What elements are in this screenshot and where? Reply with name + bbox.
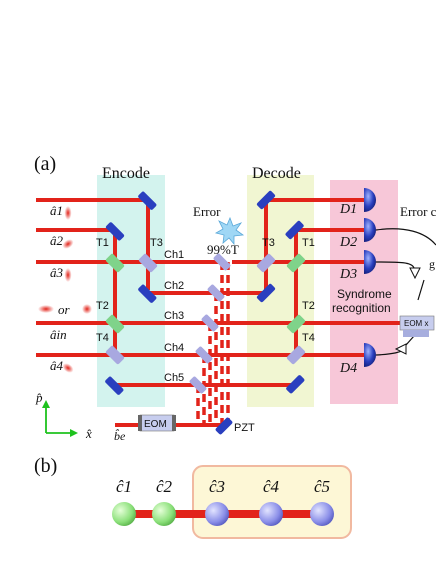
panel-b-label: (b): [34, 455, 57, 477]
mode-label-c4: ĉ4: [263, 477, 280, 496]
mode-label-c1: ĉ1: [116, 477, 132, 496]
splitter-t4-left: [105, 345, 125, 365]
t3-left-label: T3: [150, 237, 163, 249]
eom-x-box: EOM x: [399, 315, 435, 337]
highlight-box: [192, 465, 352, 539]
mirror-encode-top: [138, 191, 157, 210]
detector-label-d1: D1: [339, 202, 357, 217]
error-label: Error: [193, 204, 221, 219]
mode-label-c3: ĉ3: [209, 477, 225, 496]
t3-right-label: T3: [262, 237, 275, 249]
pickoff-ch3: [201, 314, 219, 332]
detectors: [364, 188, 376, 367]
pickoff-ch5: [189, 376, 207, 394]
mode-node-c5: [310, 502, 334, 526]
axes-icon: [42, 400, 78, 437]
amplifier-triangle-icon-2: [394, 343, 407, 355]
t4-right-label: T4: [302, 332, 315, 344]
splitter-t1-right: [286, 253, 306, 273]
mode-label-c2: ĉ2: [156, 477, 173, 496]
mode-node-c4: [259, 502, 283, 526]
syndrome-label-line2: recognition: [332, 301, 391, 315]
input-label-a2: â2: [50, 233, 64, 248]
eom-label: EOM: [144, 419, 167, 430]
encode-splitters: [105, 253, 158, 365]
eom-x-label: EOM x: [404, 319, 428, 328]
detector-label-d4: D4: [339, 361, 357, 376]
mirror-decode-top: [256, 190, 276, 210]
channel-label-ch1: Ch1: [164, 249, 184, 261]
pickoff-ch1: [213, 253, 231, 271]
input-mode-shapes: [38, 206, 92, 373]
mode-node-c2: [152, 502, 176, 526]
axis-p-label: p̂: [35, 390, 43, 405]
decode-label: Decode: [252, 165, 301, 182]
pzt-mirror: [215, 417, 233, 435]
detector-d3-icon: [364, 250, 376, 274]
mirror-encode-a2: [105, 222, 125, 241]
detector-d4-icon: [364, 343, 376, 367]
amplifier-triangle-icon: [409, 267, 421, 280]
mirror-decode-a2: [285, 220, 304, 240]
mirror-decode-ch2: [256, 283, 276, 303]
channel-label-ch3: Ch3: [164, 310, 184, 322]
detector-label-d3: D3: [339, 267, 357, 282]
input-label-a4: â4: [50, 358, 64, 373]
pickoff-ch2: [207, 284, 225, 302]
g-label: g: [429, 257, 435, 271]
dashed-beams: [196, 262, 230, 425]
mirrors: [105, 190, 305, 395]
decode-splitters: [256, 253, 306, 365]
t1-left-label: T1: [96, 237, 109, 249]
pzt-label: PZT: [234, 422, 255, 434]
panel-a-label: (a): [34, 153, 56, 175]
channel-label-ch2: Ch2: [164, 280, 184, 292]
channel-label-ch4: Ch4: [164, 342, 184, 354]
transmission-label: 99%T: [207, 242, 239, 257]
detector-d1-icon: [364, 188, 376, 212]
splitter-t3-right: [256, 253, 276, 273]
splitter-t2-right: [286, 314, 306, 334]
mode-node-c1: [112, 502, 136, 526]
mode-label-c5: ĉ5: [314, 477, 330, 496]
input-label-a3: â3: [50, 265, 64, 280]
channel-pickoffs: [189, 253, 231, 394]
mirror-decode-ch5: [286, 375, 305, 394]
splitter-t4-right: [286, 345, 306, 365]
or-label: or: [58, 302, 71, 317]
input-label-a1: â1: [50, 203, 63, 218]
t4-left-label: T4: [96, 332, 109, 344]
error-correction-label: Error c: [400, 204, 436, 219]
eom-box: EOM: [138, 414, 176, 432]
mirror-encode-ch2: [138, 284, 157, 303]
t2-left-label: T2: [96, 300, 109, 312]
detector-d2-icon: [364, 218, 376, 242]
input-label-ain: âin: [50, 327, 67, 342]
mirror-encode-ch5: [105, 376, 124, 395]
encode-label: Encode: [102, 165, 150, 182]
t1-right-label: T1: [302, 237, 315, 249]
pickoff-ch4: [195, 346, 213, 364]
axis-x-label: x̂: [85, 426, 92, 441]
syndrome-label-line1: Syndrome: [337, 287, 392, 301]
t2-right-label: T2: [302, 300, 315, 312]
channel-label-ch5: Ch5: [164, 372, 184, 384]
splitter-t2-left: [105, 314, 125, 334]
splitter-t3-left: [138, 253, 158, 273]
detector-label-d2: D2: [339, 235, 357, 250]
splitter-t1-left: [105, 253, 125, 273]
be-label: b̂e: [114, 429, 126, 443]
mode-node-c3: [205, 502, 229, 526]
error-star-icon: [214, 216, 245, 246]
